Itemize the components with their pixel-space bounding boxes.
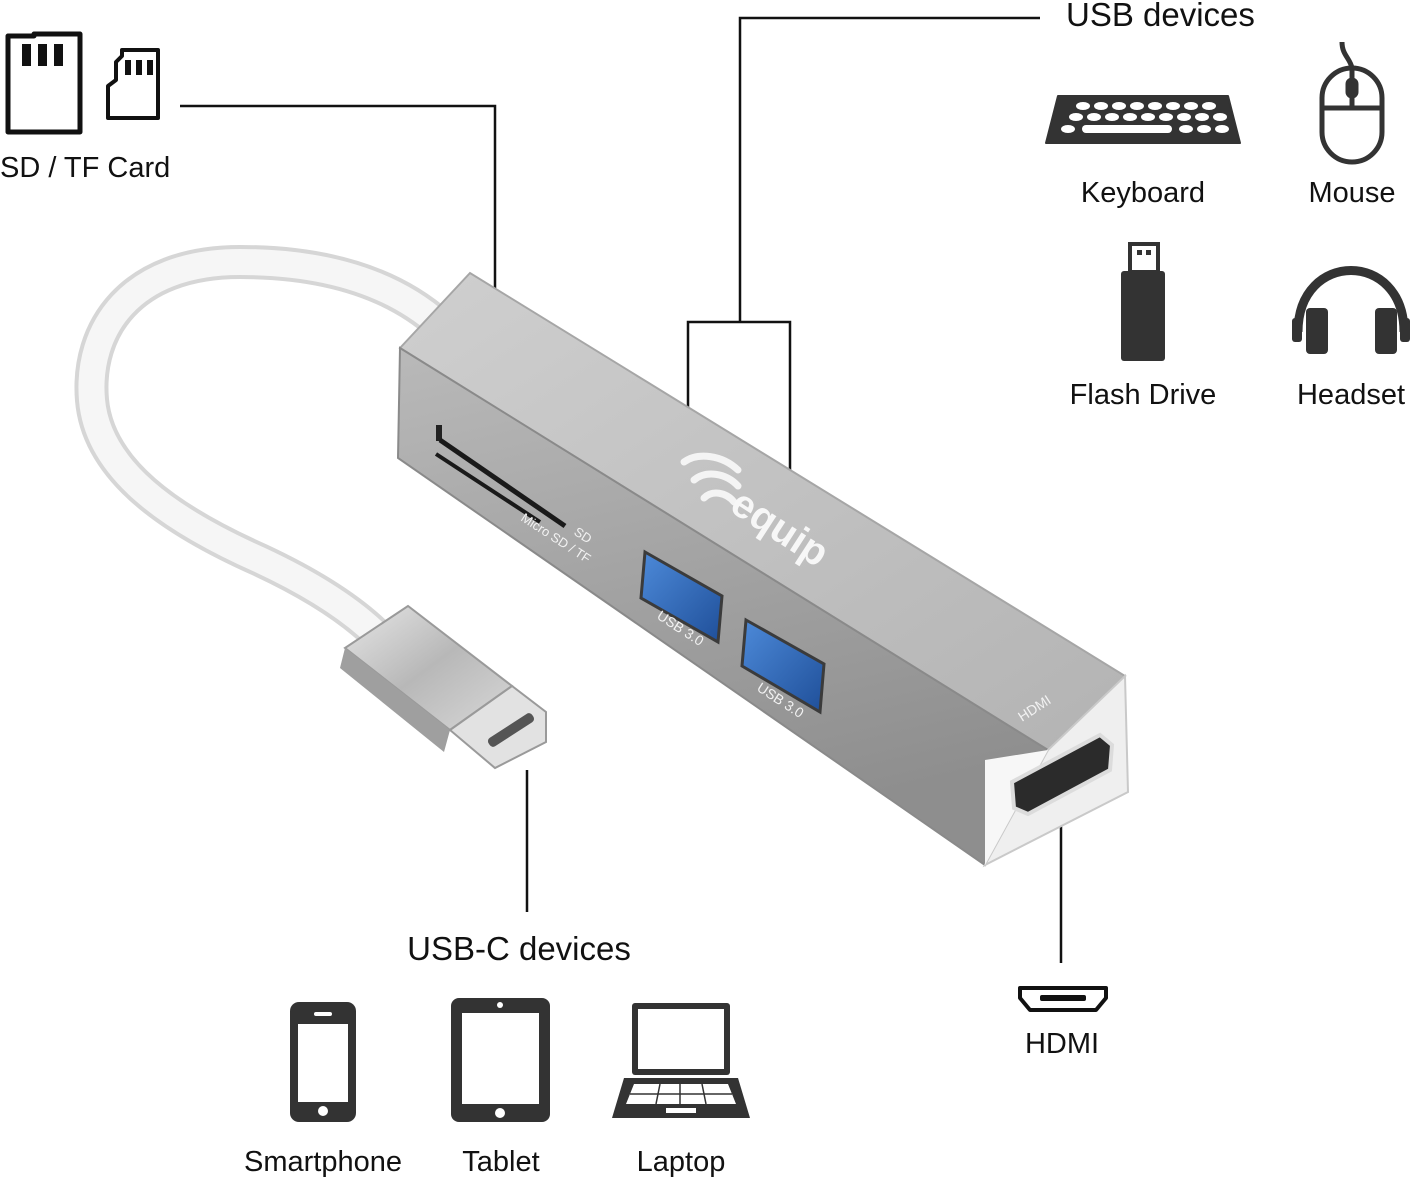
sd-slot-line [438,437,567,529]
micro-sd-card-icon [106,48,160,120]
mouse-label: Mouse [1308,177,1396,209]
micro-sd-slot-line [434,452,542,524]
sd-tf-card-label: SD / TF Card [0,152,171,184]
keyboard-icon [1045,95,1241,144]
hdmi-port [1009,732,1115,817]
usb-devices-label: USB devices [1066,0,1255,33]
laptop-label: Laptop [636,1146,726,1178]
usb-devices-leader-line [738,16,1040,322]
flash-drive-icon [1121,242,1165,361]
tablet-label: Tablet [462,1146,540,1178]
headset-icon [1292,266,1410,354]
hdmi-label: HDMI [1024,1028,1100,1060]
laptop-icon [612,1003,750,1118]
brand-logo [680,452,742,506]
usb-c-cable [74,244,457,657]
headset-label: Headset [1296,379,1406,411]
usb-c-plug [340,604,547,770]
flash-drive-label: Flash Drive [1069,379,1217,411]
tablet-icon [451,998,550,1122]
mouse-icon [1319,41,1385,165]
keyboard-label: Keyboard [1080,177,1206,209]
sd-slot [436,425,442,441]
smartphone-label: Smartphone [244,1146,402,1178]
usb-c-devices-label: USB-C devices [407,930,631,967]
usb3-port-1 [639,549,724,645]
usb3-port-2 [740,617,826,715]
smartphone-icon [290,1002,356,1122]
hdmi-port-icon [1018,986,1108,1012]
sd-card-icon [5,31,83,135]
hub-body: equip SD Micro SD / TF USB 3.0 USB 3.0 H… [396,271,1130,868]
